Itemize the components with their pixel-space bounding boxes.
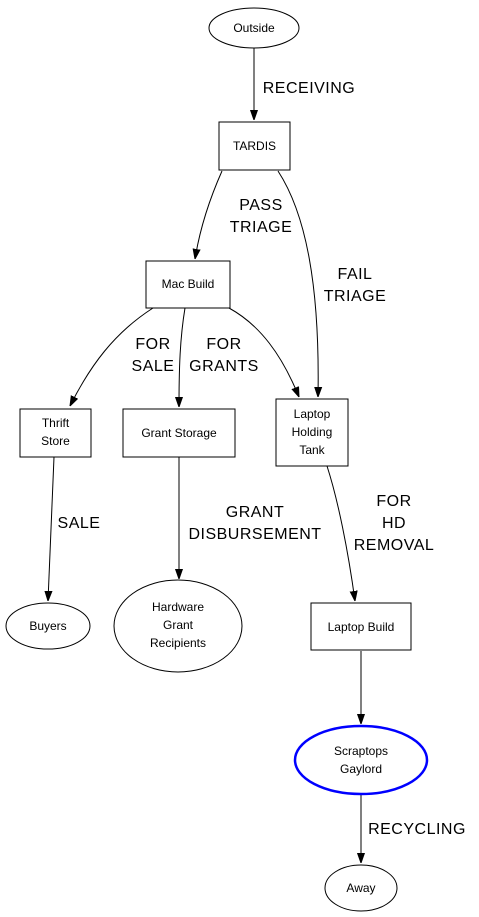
node-label-away-line-1: Away — [346, 881, 375, 895]
edge-label-recycling: RECYCLING — [368, 821, 466, 838]
node-label-grant-storage-line-1: Grant Storage — [141, 426, 217, 440]
node-laptop-build: Laptop Build — [310, 602, 412, 651]
edge-label-sale-line-1: SALE — [58, 515, 101, 532]
edge-mac-to-tank — [228, 307, 299, 397]
node-label-away: Away — [346, 881, 375, 895]
node-label-outside-line-1: Outside — [233, 21, 275, 35]
node-label-laptop-holding-tank-line-2: Holding — [292, 425, 333, 439]
edge-label-for-hd-removal-line-2: HD — [382, 515, 406, 532]
edge-label-for-grants-line-2: GRANTS — [189, 358, 259, 375]
edge-label-fail-triage-line-2: TRIAGE — [324, 288, 387, 305]
edge-pass-triage — [195, 170, 223, 259]
edge-label-grant-disbursement-line-1: GRANT — [226, 504, 285, 521]
node-grant-storage: Grant Storage — [122, 408, 236, 458]
edge-label-for-sale-line-1: FOR — [135, 336, 170, 353]
node-label-tardis: TARDIS — [233, 139, 276, 153]
node-label-buyers: Buyers — [29, 619, 66, 633]
edge-sale — [48, 456, 55, 601]
edge-label-pass-triage-line-1: PASS — [239, 197, 283, 214]
node-label-hardware-grant-recipients-line-2: Grant — [163, 618, 194, 632]
edge-label-fail-triage-line-1: FAIL — [338, 266, 373, 283]
node-away: Away — [324, 864, 398, 912]
node-label-thrift-store-line-2: Store — [41, 434, 70, 448]
node-label-scraptops-gaylord-line-1: Scraptops — [334, 744, 388, 758]
edge-fail-triage — [277, 170, 318, 397]
node-label-laptop-holding-tank-line-1: Laptop — [294, 407, 331, 421]
edge-label-receiving-line-1: RECEIVING — [263, 80, 356, 97]
edge-label-pass-triage: PASS TRIAGE — [230, 197, 293, 236]
edge-label-for-grants: FOR GRANTS — [189, 336, 259, 375]
edge-label-grant-disbursement: GRANT DISBURSEMENT — [188, 504, 321, 543]
node-label-grant-storage: Grant Storage — [141, 426, 217, 440]
edge-label-pass-triage-line-2: TRIAGE — [230, 219, 293, 236]
edge-label-for-hd-removal: FOR HD REMOVAL — [354, 493, 435, 554]
node-mac-build: Mac Build — [145, 260, 231, 309]
edge-label-for-sale: FOR SALE — [132, 336, 175, 375]
node-label-buyers-line-1: Buyers — [29, 619, 66, 633]
node-label-mac-build: Mac Build — [162, 277, 215, 291]
edge-label-sale: SALE — [58, 515, 101, 532]
node-label-scraptops-gaylord-line-2: Gaylord — [340, 762, 382, 776]
edge-label-for-hd-removal-line-1: FOR — [376, 493, 411, 510]
edge-for-sale — [70, 307, 154, 406]
node-buyers: Buyers — [5, 602, 91, 650]
node-tardis: TARDIS — [218, 121, 291, 171]
node-label-outside: Outside — [233, 21, 275, 35]
node-label-laptop-build-line-1: Laptop Build — [328, 620, 395, 634]
edge-label-for-hd-removal-line-3: REMOVAL — [354, 537, 435, 554]
edge-label-receiving: RECEIVING — [263, 80, 356, 97]
edge-for-hd-removal — [326, 465, 355, 601]
node-outside: Outside — [208, 7, 300, 49]
node-label-mac-build-line-1: Mac Build — [162, 277, 215, 291]
edge-for-grants — [179, 307, 186, 407]
node-label-laptop-build: Laptop Build — [328, 620, 395, 634]
edge-label-grant-disbursement-line-2: DISBURSEMENT — [188, 526, 321, 543]
node-label-hardware-grant-recipients-line-1: Hardware — [152, 600, 204, 614]
edge-label-for-grants-line-1: FOR — [206, 336, 241, 353]
edge-label-for-sale-line-2: SALE — [132, 358, 175, 375]
edge-label-fail-triage: FAIL TRIAGE — [324, 266, 387, 305]
edge-label-recycling-line-1: RECYCLING — [368, 821, 466, 838]
node-label-hardware-grant-recipients-line-3: Recipients — [150, 636, 206, 650]
node-label-thrift-store-line-1: Thrift — [42, 416, 70, 430]
node-label-laptop-holding-tank-line-3: Tank — [299, 443, 325, 457]
node-label-tardis-line-1: TARDIS — [233, 139, 276, 153]
